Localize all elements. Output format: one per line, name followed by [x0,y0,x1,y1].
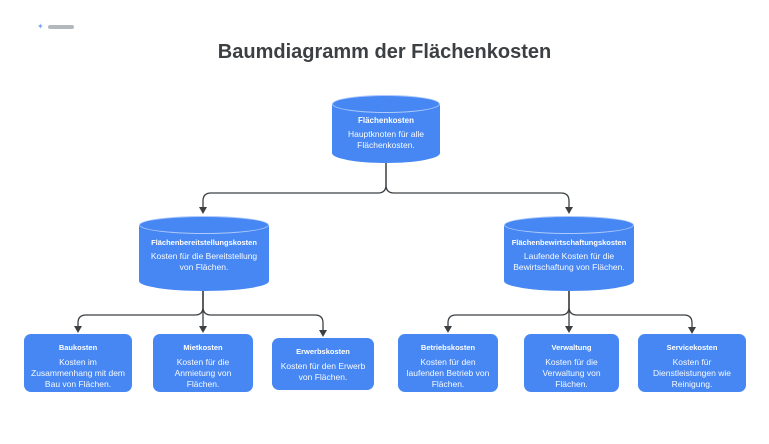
arrowhead-icon [199,326,207,333]
arrowhead-icon [688,327,696,334]
node-betriebskosten[interactable]: Betriebskosten Kosten für den laufenden … [398,334,498,392]
node-baukosten[interactable]: Baukosten Kosten im Zusammenhang mit dem… [24,334,132,392]
watermark-text-placeholder [48,25,74,29]
sparkle-logo-icon: ✦ [37,22,44,31]
node-title: Mietkosten [183,343,223,352]
node-description: Kosten im Zusammenhang mit dem Bau von F… [31,357,126,390]
node-title: Betriebskosten [420,343,476,352]
node-description: Kosten für die Bereitstellung von Fläche… [150,251,258,273]
node-title: Verwaltung [551,343,592,352]
node-title: Flächenkosten [357,116,414,125]
node-flaechenkosten[interactable]: Flächenkosten Hauptknoten für alle Fläch… [332,95,440,163]
arrowhead-icon [565,326,573,333]
node-description: Kosten für Dienstleistungen wie Reinigun… [653,357,731,390]
page-title: Baumdiagramm der Flächenkosten [217,41,552,63]
node-description: Laufende Kosten für die Bewirtschaftung … [513,251,625,273]
arrowhead-icon [319,330,327,337]
node-servicekosten[interactable]: Servicekosten Kosten für Dienstleistunge… [638,334,746,392]
cylinder-top [332,95,440,113]
node-title: Erwerbskosten [296,347,350,356]
cylinder-top [139,216,269,234]
cylinder-body [332,104,440,163]
node-description: Kosten für die Verwaltung von Flächen. [542,357,601,390]
arrowhead-icon [444,326,452,333]
node-description: Kosten für den laufenden Betrieb von Flä… [406,357,490,390]
node-verwaltung[interactable]: Verwaltung Kosten für die Verwaltung von… [524,334,619,392]
arrowhead-icon [565,207,573,214]
cylinder-top [504,216,634,234]
node-title: Flächenbereitstellungskosten [151,238,257,247]
arrowhead-icon [74,326,82,333]
node-mietkosten[interactable]: Mietkosten Kosten für die Anmietung von … [153,334,253,392]
node-title: Servicekosten [666,343,718,352]
node-title: Flächenbewirtschaftungskosten [511,238,627,247]
cylinder-body [504,225,634,291]
node-erwerbskosten[interactable]: Erwerbskosten Kosten für den Erwerb von … [272,338,374,390]
node-description: Kosten für die Anmietung von Flächen. [174,357,232,390]
cylinder-body [139,225,269,291]
node-flaechenbewirtschaftungskosten[interactable]: Flächenbewirtschaftungskosten Laufende K… [504,216,634,291]
arrowhead-icon [199,207,207,214]
node-description: Hauptknoten für alle Flächenkosten. [347,129,425,151]
node-description: Kosten für den Erwerb von Flächen. [280,361,366,383]
node-title: Baukosten [58,343,98,352]
watermark-logo[interactable]: ✦ [37,21,74,33]
node-flaechenbereitstellungskosten[interactable]: Flächenbereitstellungskosten Kosten für … [139,216,269,291]
